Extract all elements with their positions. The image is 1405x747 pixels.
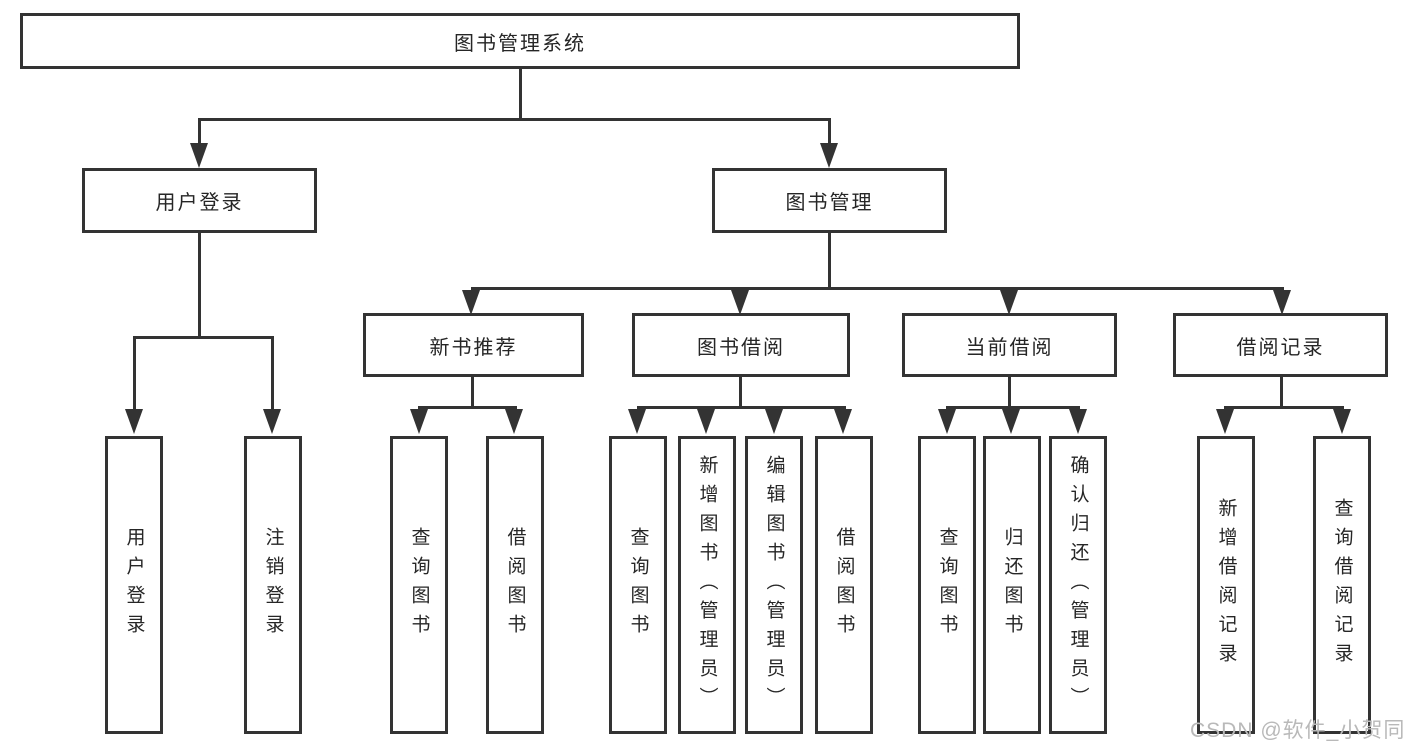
arrow-down-icon [820, 143, 838, 168]
node-book-management: 图书管理 [712, 168, 947, 233]
node-label: 确认归还（管理员） [1067, 454, 1089, 716]
arrow-down-icon [1002, 409, 1020, 434]
connector-line [828, 233, 831, 289]
node-label: 当前借阅 [965, 336, 1054, 359]
node-user-login: 用户登录 [82, 168, 317, 233]
arrow-down-icon [1216, 409, 1234, 434]
connector-line [133, 336, 274, 339]
connector-line [1280, 377, 1283, 409]
node-new-book-recommend: 新书推荐 [363, 313, 584, 377]
leaf-add-books-admin: 新增图书（管理员） [678, 436, 736, 734]
node-label: 查询借阅记录 [1331, 498, 1353, 672]
connector-line [637, 406, 846, 409]
arrow-down-icon [731, 290, 749, 315]
connector-line [471, 287, 1284, 290]
connector-line [828, 118, 831, 146]
node-label: 图书管理 [785, 192, 874, 214]
arrow-down-icon [263, 409, 281, 434]
leaf-return-books: 归还图书 [983, 436, 1041, 734]
node-label: 用户登录 [155, 192, 244, 214]
leaf-logout: 注销登录 [244, 436, 302, 734]
leaf-borrow-books: 借阅图书 [486, 436, 544, 734]
connector-line [519, 69, 522, 119]
node-label: 查询图书 [408, 527, 430, 643]
arrow-down-icon [1273, 290, 1291, 315]
arrow-down-icon [462, 290, 480, 315]
connector-line [271, 336, 274, 410]
node-label: 借阅图书 [504, 527, 526, 643]
node-label: 新增借阅记录 [1215, 498, 1237, 672]
leaf-user-login: 用户登录 [105, 436, 163, 734]
arrow-down-icon [410, 409, 428, 434]
leaf-query-books: 查询图书 [609, 436, 667, 734]
leaf-query-books: 查询图书 [390, 436, 448, 734]
connector-line [198, 233, 201, 336]
node-label: 借阅记录 [1236, 336, 1325, 359]
node-borrowing-records: 借阅记录 [1173, 313, 1388, 377]
connector-line [946, 406, 1080, 409]
leaf-query-books: 查询图书 [918, 436, 976, 734]
arrow-down-icon [125, 409, 143, 434]
connector-line [739, 377, 742, 409]
arrow-down-icon [938, 409, 956, 434]
connector-line [198, 118, 201, 146]
connector-line [1008, 377, 1011, 409]
node-label: 新增图书（管理员） [696, 454, 718, 716]
connector-line [1224, 406, 1344, 409]
arrow-down-icon [505, 409, 523, 434]
node-label: 图书借阅 [697, 336, 785, 359]
connector-line [471, 377, 474, 409]
leaf-edit-books-admin: 编辑图书（管理员） [745, 436, 803, 734]
node-label: 归还图书 [1001, 527, 1023, 643]
node-label: 编辑图书（管理员） [763, 454, 785, 716]
node-label: 注销登录 [262, 527, 284, 643]
node-current-borrowing: 当前借阅 [902, 313, 1117, 377]
arrow-down-icon [765, 409, 783, 434]
node-book-borrowing: 图书借阅 [632, 313, 850, 377]
csdn-watermark: CSDN @软件_小贺同学 [1190, 719, 1405, 742]
connector-line [198, 118, 831, 121]
arrow-down-icon [628, 409, 646, 434]
leaf-query-borrow-record: 查询借阅记录 [1313, 436, 1371, 734]
node-label: 借阅图书 [833, 527, 855, 643]
arrow-down-icon [1000, 290, 1018, 315]
connector-line [418, 406, 517, 409]
node-library-management-system: 图书管理系统 [20, 13, 1020, 69]
leaf-borrow-books: 借阅图书 [815, 436, 873, 734]
arrow-down-icon [697, 409, 715, 434]
arrow-down-icon [1069, 409, 1087, 434]
leaf-add-borrow-record: 新增借阅记录 [1197, 436, 1255, 734]
arrow-down-icon [1333, 409, 1351, 434]
node-label: 用户登录 [123, 527, 145, 643]
node-label: 查询图书 [936, 527, 958, 643]
connector-line [133, 336, 136, 410]
node-label: 新书推荐 [429, 336, 518, 359]
node-label: 图书管理系统 [454, 32, 586, 55]
arrow-down-icon [834, 409, 852, 434]
arrow-down-icon [190, 143, 208, 168]
node-label: 查询图书 [627, 527, 649, 643]
leaf-confirm-return-admin: 确认归还（管理员） [1049, 436, 1107, 734]
